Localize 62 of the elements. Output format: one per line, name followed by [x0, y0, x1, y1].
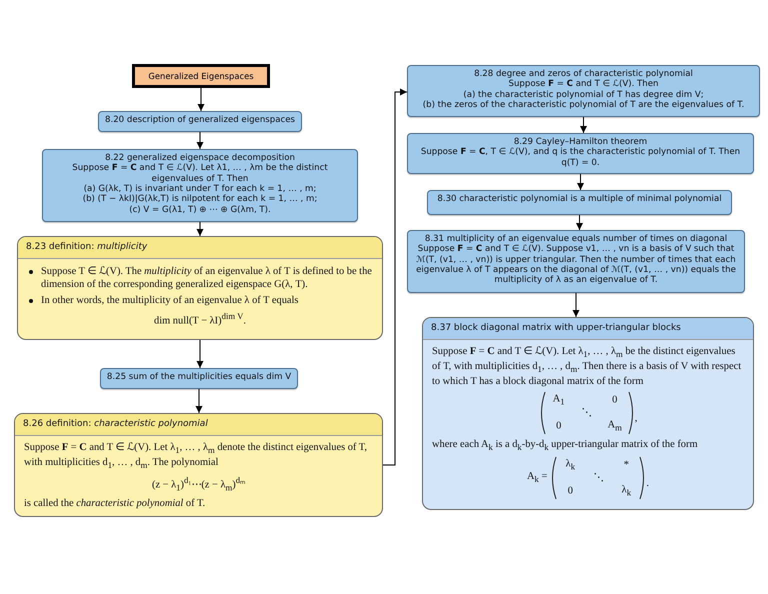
paragraph: Suppose F = C and T ∈ ℒ(V). Let λ$_{1}$, … , λ$_{m}$ be the distinct eigenvalues of T, with multiplicities d$_{1}$, … , d$_{m}$. Then there is a basis of V with respect to which T has a block diagonal matrix of the form [432, 345, 742, 388]
matrix-entry: λ$_{k}$ [622, 483, 632, 498]
arrow [580, 116, 587, 134]
box-text: (c) V = G(λ1, T) ⊕ ⋯ ⊕ G(λm, T). [128, 204, 272, 215]
box-heading: Generalized Eigenspaces [148, 72, 254, 80]
box-heading: 8.29 Cayley–Hamilton theorem [512, 137, 648, 148]
box-text: Suppose F = C, T ∈ ℒ(V), and q is the characteristic polynomial of T. Then q(T) = 0. [420, 147, 742, 168]
matrix-entry: ⋱ [593, 471, 604, 484]
matrix-entry: 0 [612, 393, 618, 406]
box-heading: 8.30 characteristic polynomial is a multiple of minimal polynomial [436, 194, 723, 204]
matrix-entry: ⋱ [582, 406, 592, 420]
punctuation: . [646, 476, 649, 490]
paragraph: Suppose F = C and T ∈ ℒ(V). Let λ$_{1}$, … , λ$_{m}$ denote the distinct eigenvalues of T, with multiplicities d$_{1}$, … , d$_{m}$. The polynomial [24, 441, 368, 471]
box-heading: 8.20 description of generalized eigenspaces [104, 115, 296, 126]
formula: (z − λ$_{1}$)$^{d₁}$⋯(z − λ$_{m}$)$^{dₘ}$ [150, 474, 246, 494]
theorem-panel [422, 317, 754, 510]
arrow [196, 222, 204, 236]
arrow [196, 132, 204, 150]
process-box [98, 111, 302, 132]
process-box [427, 190, 732, 215]
process-box [100, 368, 298, 389]
box-heading: 8.31 multiplicity of an eigenvalue equals number of times on diagonal [424, 234, 728, 244]
panel-header: 8.23 definition: multiplicity [18, 237, 382, 259]
box-text: (b) (T − λkI)|G(λk,T) is nilpotent for each k = 1, … , m; [82, 194, 318, 205]
bullet-text: In other words, the multiplicity of an eigenvalue λ of T equals [41, 294, 298, 307]
box-heading: 8.28 degree and zeros of characteristic polynomial [473, 69, 694, 80]
matrix-label: A$_{k}$ = [527, 470, 548, 486]
matrix-entry: * [624, 458, 629, 472]
process-box [407, 230, 745, 293]
panel-header: 8.26 definition: characteristic polynomial [15, 414, 382, 436]
matrix-entry: A$_{1}$ [552, 392, 565, 408]
definition-panel [17, 236, 383, 340]
arrow [196, 388, 202, 414]
process-box [42, 149, 358, 222]
bullet-text: Suppose T ∈ ℒ(V). The multiplicity of an eigenvalue λ of T is defined to be the dimension of the corresponding generalized eigenspace G(λ, T). [41, 265, 373, 291]
matrix-entry: A$_{m}$ [608, 418, 622, 434]
definition-panel [14, 413, 383, 518]
box-text: Suppose F = C and T ∈ ℒ(V). Then [508, 79, 660, 90]
box-text: Suppose F = C and T ∈ ℒ(V). Suppose v1, … , vn is a basis of V such that ℳ(T, (v1, … , vn)) is upper triangular. Then the number of times that each eigenvalue λ of T appears on the diagonal of ℳ(T, (v1, … , vn)) equals the multiplicity of λ as an eigenvalue of T. [415, 244, 737, 286]
box-heading: 8.22 generalized eigenspace decomposition [104, 153, 296, 164]
arrow [196, 340, 204, 368]
matrix-entry: 0 [556, 419, 562, 432]
matrix-entry: λ$_{k}$ [566, 457, 576, 472]
box-text: (a) G(λk, T) is invariant under T for each k = 1, … , m; [82, 184, 318, 194]
title-box [132, 64, 270, 88]
paragraph: is called the characteristic polynomial of T. [24, 497, 206, 510]
arrow [198, 88, 204, 112]
formula: dim null(T − λI)$^{dim V}$. [153, 311, 247, 328]
panel-header: 8.37 block diagonal matrix with upper-triangular blocks [423, 318, 753, 340]
box-text: (a) the characteristic polynomial of T has degree dim V; [462, 90, 705, 100]
matrix-entry: 0 [568, 484, 573, 498]
box-heading: 8.25 sum of the multiplicities equals dim V [106, 372, 292, 382]
arrow [576, 214, 583, 230]
arrow [382, 88, 408, 466]
paragraph: where each A$_{k}$ is a d$_{k}$-by-d$_{k}$ upper-triangular matrix of the form [432, 438, 699, 453]
punctuation: , [634, 412, 638, 425]
arrow [577, 174, 584, 190]
box-text: Suppose F = C and T ∈ ℒ(V). Let λ1, … , λm be the distinct eigenvalues of T. Then [71, 163, 329, 184]
process-box [407, 65, 760, 117]
arrow [572, 292, 580, 318]
box-text: (b) the zeros of the characteristic polynomial of T are the eigenvalues of T. [422, 100, 746, 110]
process-box [407, 133, 754, 174]
